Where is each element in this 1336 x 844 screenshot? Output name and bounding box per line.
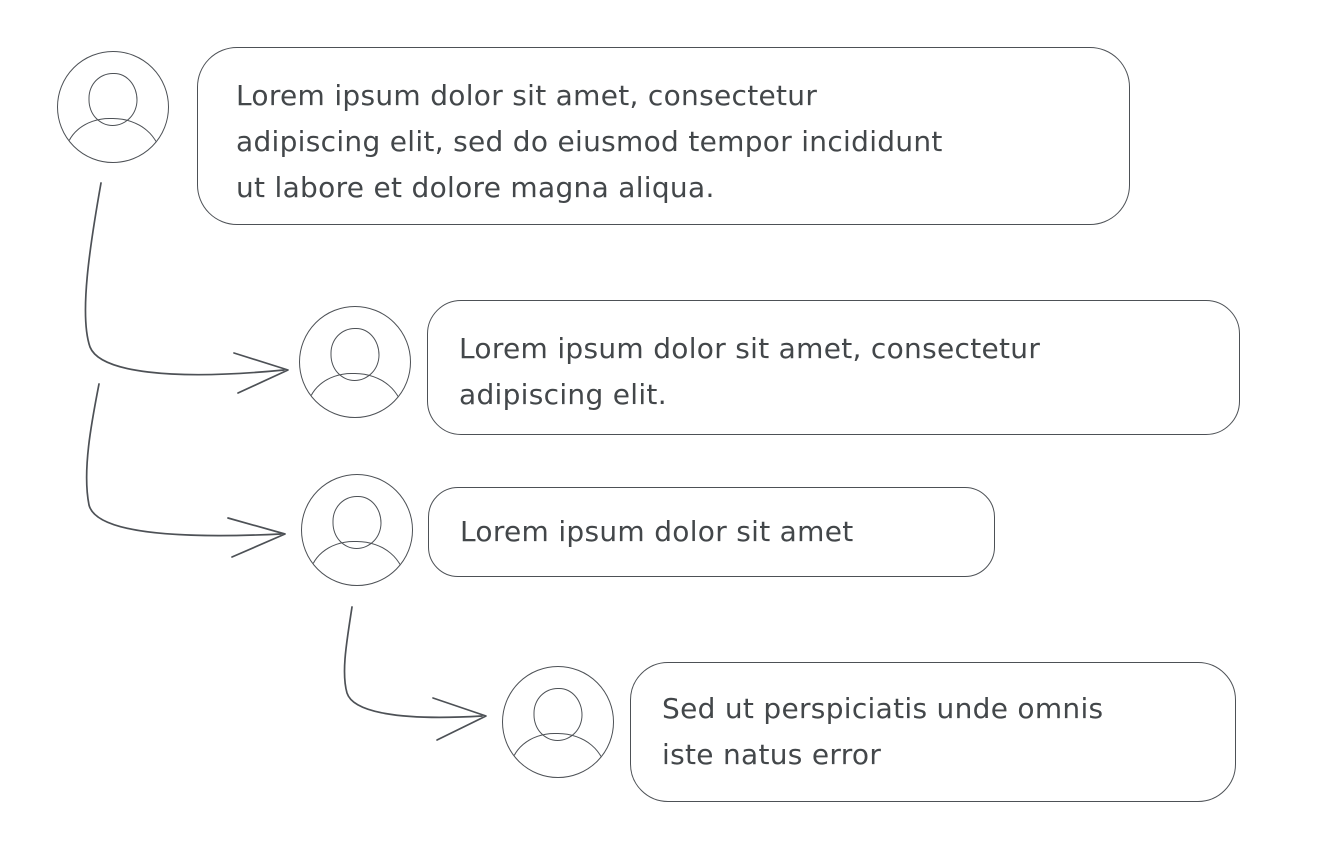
bubble-text-line: iste natus error	[662, 738, 882, 771]
avatar-shoulders-shape	[307, 373, 403, 417]
bubble-text-line: ut labore et dolore magna aliqua.	[236, 171, 715, 204]
bubble-text-line: adipiscing elit, sed do eiusmod tempor i…	[236, 125, 943, 158]
avatar-icon	[502, 666, 614, 778]
avatar-shoulders-shape	[309, 541, 405, 585]
avatar-icon	[299, 306, 411, 418]
bubble-text-line: Sed ut perspiciatis unde omnis	[662, 692, 1104, 725]
avatar-icon	[301, 474, 413, 586]
avatar-icon	[57, 51, 169, 163]
bubble-text-line: Lorem ipsum dolor sit amet, consectetur	[459, 332, 1041, 365]
bubble-text-line: adipiscing elit.	[459, 378, 667, 411]
reply-arrow-2	[85, 383, 286, 558]
avatar-shoulders-shape	[65, 118, 161, 162]
reply-arrow-1	[84, 182, 289, 394]
comment-bubble-4: Sed ut perspiciatis unde omnis iste natu…	[630, 662, 1236, 802]
reply-arrow-3	[343, 606, 487, 741]
comment-bubble-1: Lorem ipsum dolor sit amet, consectetur …	[197, 47, 1130, 225]
comment-bubble-2: Lorem ipsum dolor sit amet, consectetur …	[427, 300, 1240, 435]
avatar-shoulders-shape	[510, 733, 606, 777]
comment-bubble-3: Lorem ipsum dolor sit amet	[428, 487, 995, 577]
bubble-text-line: Lorem ipsum dolor sit amet	[460, 515, 854, 548]
bubble-text-line: Lorem ipsum dolor sit amet, consectetur	[236, 79, 818, 112]
